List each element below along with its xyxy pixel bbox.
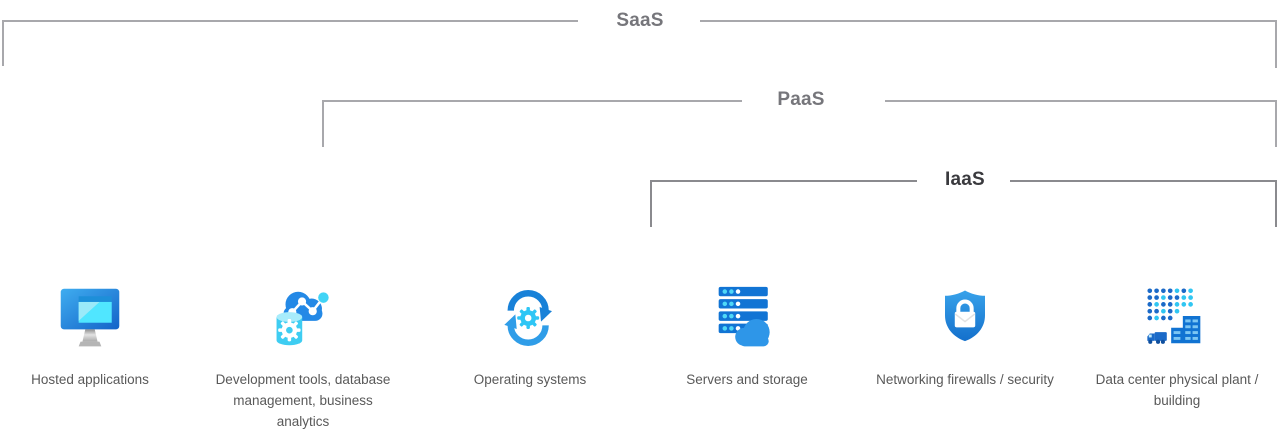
item-label: Data center physical plant / building xyxy=(1095,372,1259,408)
item-networking-security: Networking firewalls / security xyxy=(850,282,1080,391)
item-servers-storage: Servers and storage xyxy=(637,282,857,391)
iaas-label: IaaS xyxy=(945,169,985,190)
bracket-hline-right xyxy=(885,100,1277,102)
bracket-vline-left xyxy=(2,20,4,66)
bracket-hline-right xyxy=(700,20,1277,22)
bracket-hline-left xyxy=(322,100,742,102)
item-label: Operating systems xyxy=(473,372,587,387)
bracket-hline-left xyxy=(650,180,917,182)
shield-lock-icon xyxy=(933,282,997,354)
monitor-icon xyxy=(56,282,124,354)
item-label: Hosted applications xyxy=(31,372,149,387)
bracket-vline-left xyxy=(322,100,324,147)
bracket-vline-left xyxy=(650,180,652,227)
item-label: Servers and storage xyxy=(686,372,808,387)
servers-cloud-icon xyxy=(713,282,781,354)
item-label: Networking firewalls / security xyxy=(876,372,1054,387)
database-analytics-cloud-icon xyxy=(268,282,338,354)
datacenter-building-truck-icon xyxy=(1142,282,1212,354)
saas-label: SaaS xyxy=(616,10,664,31)
bracket-vline-right xyxy=(1275,20,1277,68)
bracket-hline-right xyxy=(1010,180,1277,182)
item-datacenter-building: Data center physical plant / building xyxy=(1067,282,1279,412)
bracket-vline-right xyxy=(1275,100,1277,147)
item-label: Development tools, database management, … xyxy=(215,372,391,429)
bracket-vline-right xyxy=(1275,180,1277,227)
paas-label: PaaS xyxy=(777,89,825,110)
bracket-hline-left xyxy=(2,20,578,22)
item-operating-systems: Operating systems xyxy=(420,282,640,391)
sync-gear-icon xyxy=(497,282,563,354)
item-hosted-applications: Hosted applications xyxy=(0,282,180,391)
item-development-tools: Development tools, database management, … xyxy=(193,282,413,433)
